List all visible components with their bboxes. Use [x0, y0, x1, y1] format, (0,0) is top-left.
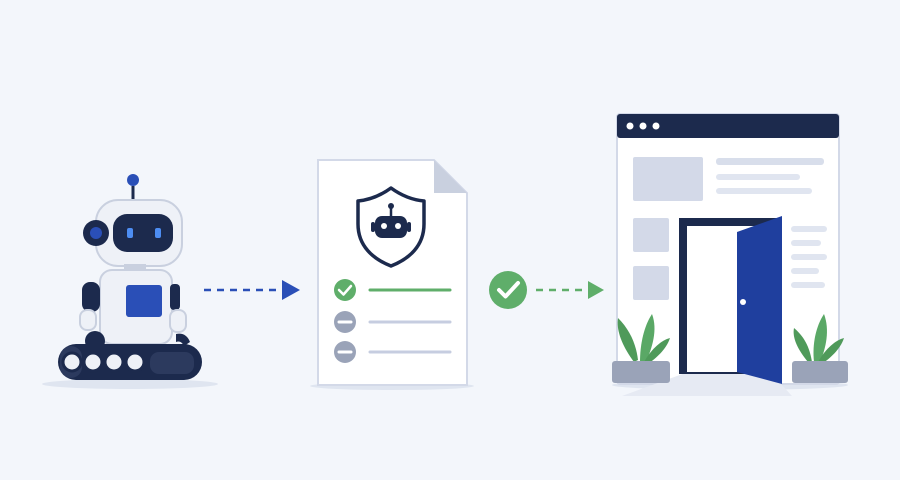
minus-circle-icon [334, 341, 356, 363]
dashed-arrow-right-icon [536, 281, 604, 299]
check-circle-icon [334, 279, 356, 301]
robot-icon [42, 174, 218, 389]
check-badge-icon [489, 271, 527, 309]
shield-robot-icon [356, 186, 426, 268]
policy-document-icon [310, 159, 474, 390]
checklist [334, 279, 452, 363]
minus-circle-icon [334, 311, 356, 333]
plant-icon [612, 314, 670, 383]
plant-icon [792, 314, 848, 383]
dashed-arrow-right-icon [204, 280, 300, 300]
open-door-icon [622, 216, 792, 396]
